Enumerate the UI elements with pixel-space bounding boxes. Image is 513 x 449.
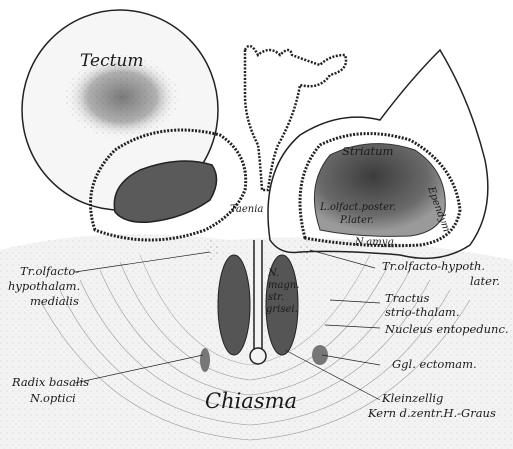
label-tr-olfacto-hyp-3: medialis <box>30 294 79 308</box>
label-tr-olfacto-hyp-2: hypothalam. <box>8 279 80 293</box>
label-kleinzellig-1: Kleinzellig <box>381 391 443 405</box>
label-p-later: P.later. <box>339 215 374 226</box>
label-radix-2: N.optici <box>29 391 76 405</box>
label-chiasma: Chiasma <box>205 389 297 413</box>
label-n-amyg: N.amyg. <box>354 237 397 248</box>
label-ggl-ectomam: Ggl. ectomam. <box>392 357 477 371</box>
label-n-magn-3: str. <box>268 292 284 303</box>
label-tr-olfacto-lat-2: later. <box>470 274 500 288</box>
label-l-olfact: L.olfact.poster. <box>319 202 396 213</box>
label-radix-1: Radix basalis <box>11 375 89 389</box>
label-tractus-2: strio-thalam. <box>385 305 460 319</box>
label-striatum: Striatum <box>342 144 394 158</box>
label-n-magn-1: N. <box>267 268 279 279</box>
label-tractus-1: Tractus <box>385 291 429 305</box>
label-tr-olfacto-hyp-1: Tr.olfacto- <box>20 264 79 278</box>
label-n-magn-2: magn. <box>268 280 299 291</box>
label-tr-olfacto-lat-1: Tr.olfacto-hypoth. <box>382 259 485 273</box>
label-n-magn-4: grisei. <box>266 304 298 315</box>
label-nucleus-ento: Nucleus entopedunc. <box>384 322 509 336</box>
label-tectum: Tectum <box>80 51 144 71</box>
label-taenia: Taenia <box>230 204 263 215</box>
label-kleinzellig-2: Kern d.zentr.H.-Graus <box>367 406 496 420</box>
